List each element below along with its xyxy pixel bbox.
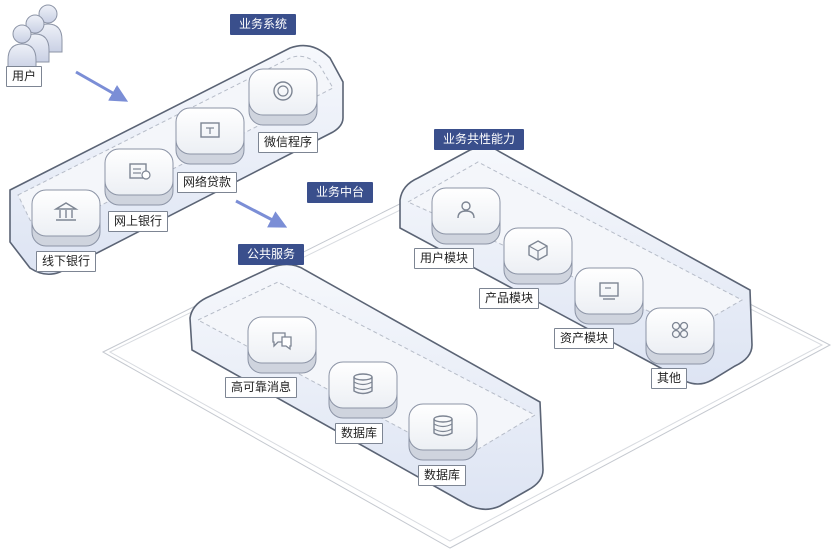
database-icon [433,415,453,437]
database-icon [353,373,373,395]
cluster-icon [671,321,689,339]
node-label-db1: 数据库 [335,423,384,444]
node-wechat-app [248,68,318,126]
capability-title: 业务共性能力 [434,129,525,150]
node-online-bank [104,148,174,206]
node-label-db2: 数据库 [418,465,467,486]
user-group-icon [7,4,63,71]
node-db1 [328,361,398,419]
node-offline-bank [31,189,101,247]
middle-platform-plane [101,164,832,549]
node-label-net-loan: 网络贷款 [177,172,238,193]
cube-icon [528,240,548,261]
node-label-online-bank: 网上银行 [108,211,169,232]
public-service-title: 公共服务 [238,244,305,265]
node-label-offline-bank: 线下银行 [36,251,97,272]
message-icon [272,332,292,351]
node-label-other: 其他 [651,368,688,389]
web-card-icon [129,163,151,180]
flow-arrow-middle [235,199,288,228]
flow-arrow-user [75,70,129,102]
coin-icon [273,81,293,101]
user-label: 用户 [6,66,43,87]
node-asset-module [574,267,644,325]
node-label-wechat-app: 微信程序 [258,132,319,153]
loan-icon [200,122,220,138]
node-net-loan [175,107,245,165]
bank-icon [53,202,79,221]
middle-platform-title: 业务中台 [307,182,374,203]
node-db2 [408,403,478,461]
node-product-module [503,227,573,285]
node-user-module [431,187,501,245]
node-mq [247,316,317,374]
user-icon [457,201,475,219]
node-label-asset-module: 资产模块 [554,328,615,349]
node-label-product-module: 产品模块 [479,288,540,309]
node-label-mq: 高可靠消息 [225,377,298,398]
business-system-title: 业务系统 [230,14,297,35]
node-other [645,307,715,365]
asset-icon [599,282,619,300]
node-label-user-module: 用户模块 [414,248,475,269]
